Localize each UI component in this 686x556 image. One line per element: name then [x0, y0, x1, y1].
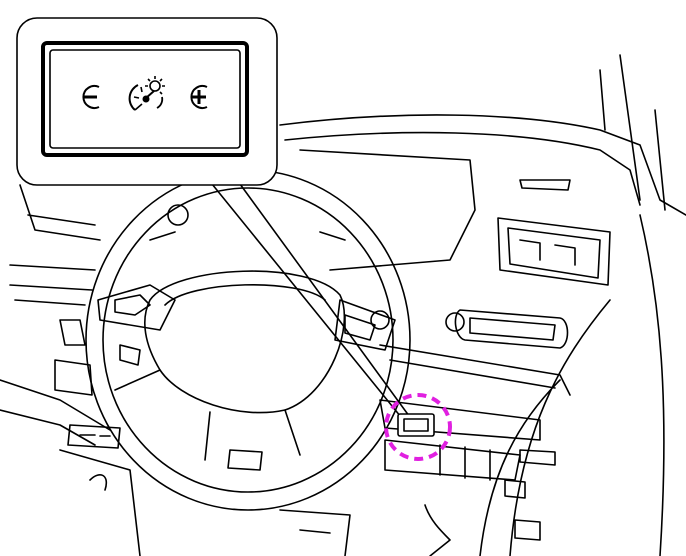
plus-icon — [190, 85, 208, 109]
steering-wheel — [85, 169, 411, 511]
highlight-circle — [384, 393, 452, 461]
callout-box — [16, 17, 278, 186]
instrument-brightness-icon — [128, 76, 165, 111]
dashboard-outline — [0, 54, 686, 556]
illumination-switch-location — [384, 393, 452, 461]
minus-icon — [82, 85, 100, 109]
callout-pointer — [211, 183, 413, 423]
